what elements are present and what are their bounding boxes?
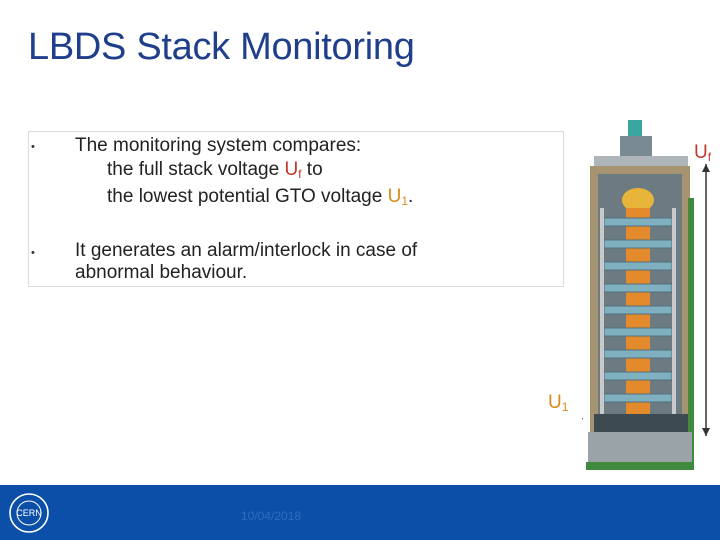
u1-variable: U [387,186,402,207]
uf-variable: U [284,159,299,180]
stack-green-rail [688,198,694,468]
bullet-text-box [28,131,564,287]
uf-subscript: f [298,167,302,181]
u1-subscript: 1 [401,194,409,208]
bullet-1-line-1: The monitoring system compares: [75,135,362,156]
bullet-1-line-2: the full stack voltage Uf to [107,159,323,181]
bullet-2-line-2: abnormal behaviour. [75,262,248,283]
bullet-1-line-3: the lowest potential GTO voltage U1. [107,186,414,208]
stack-dome [622,188,654,212]
footer-date: 10/04/2018 [241,509,302,523]
u1-label: U1 [548,392,569,414]
svg-text:CERN: CERN [16,508,42,518]
slide-title: LBDS Stack Monitoring [28,26,415,68]
bullet-marker-2: • [31,247,35,259]
gto-stack-illustration [582,120,710,470]
cern-logo: CERN [9,493,49,533]
bullet-marker-1: • [31,141,35,153]
stack-top-connector [628,120,642,136]
uf-label: Uf [694,142,712,164]
footer-bar [0,485,720,540]
bullet-2-line-1: It generates an alarm/interlock in case … [75,240,418,261]
